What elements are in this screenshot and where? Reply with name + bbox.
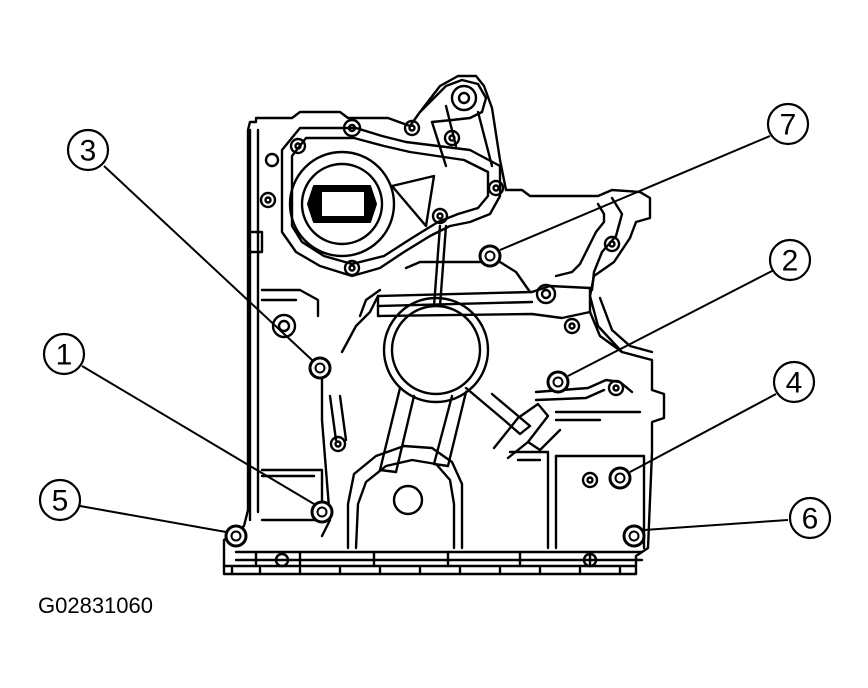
callout-label: 2	[782, 245, 799, 278]
callout-label: 3	[80, 135, 97, 168]
callout-label: 6	[802, 503, 819, 536]
leader-4	[629, 393, 777, 473]
callout-6: 6	[788, 496, 832, 540]
leader-1	[81, 365, 315, 505]
callout-7: 7	[766, 102, 810, 146]
callout-5: 5	[38, 478, 82, 522]
callout-3: 3	[66, 128, 110, 172]
engine-timing-cover	[222, 74, 666, 576]
callout-4: 4	[772, 360, 816, 404]
callout-label: 1	[56, 339, 73, 372]
leader-2	[567, 269, 775, 377]
callout-bubbles: 1 2 3 4 5 6 7	[38, 102, 832, 540]
leader-7	[499, 135, 771, 251]
crank-seal-bore	[382, 296, 490, 404]
figure-code: G02831060	[38, 593, 153, 618]
leader-3	[103, 165, 313, 361]
callout-2: 2	[768, 238, 812, 282]
water-pump-plate	[280, 126, 502, 278]
leader-6	[643, 519, 789, 531]
cover-outline	[222, 74, 666, 568]
callout-label: 5	[52, 485, 69, 518]
callout-label: 4	[786, 367, 803, 400]
leader-5	[79, 505, 227, 533]
callout-bolts	[224, 244, 646, 548]
callout-1: 1	[42, 332, 86, 376]
leader-lines	[79, 135, 789, 533]
callout-label: 7	[780, 109, 797, 142]
